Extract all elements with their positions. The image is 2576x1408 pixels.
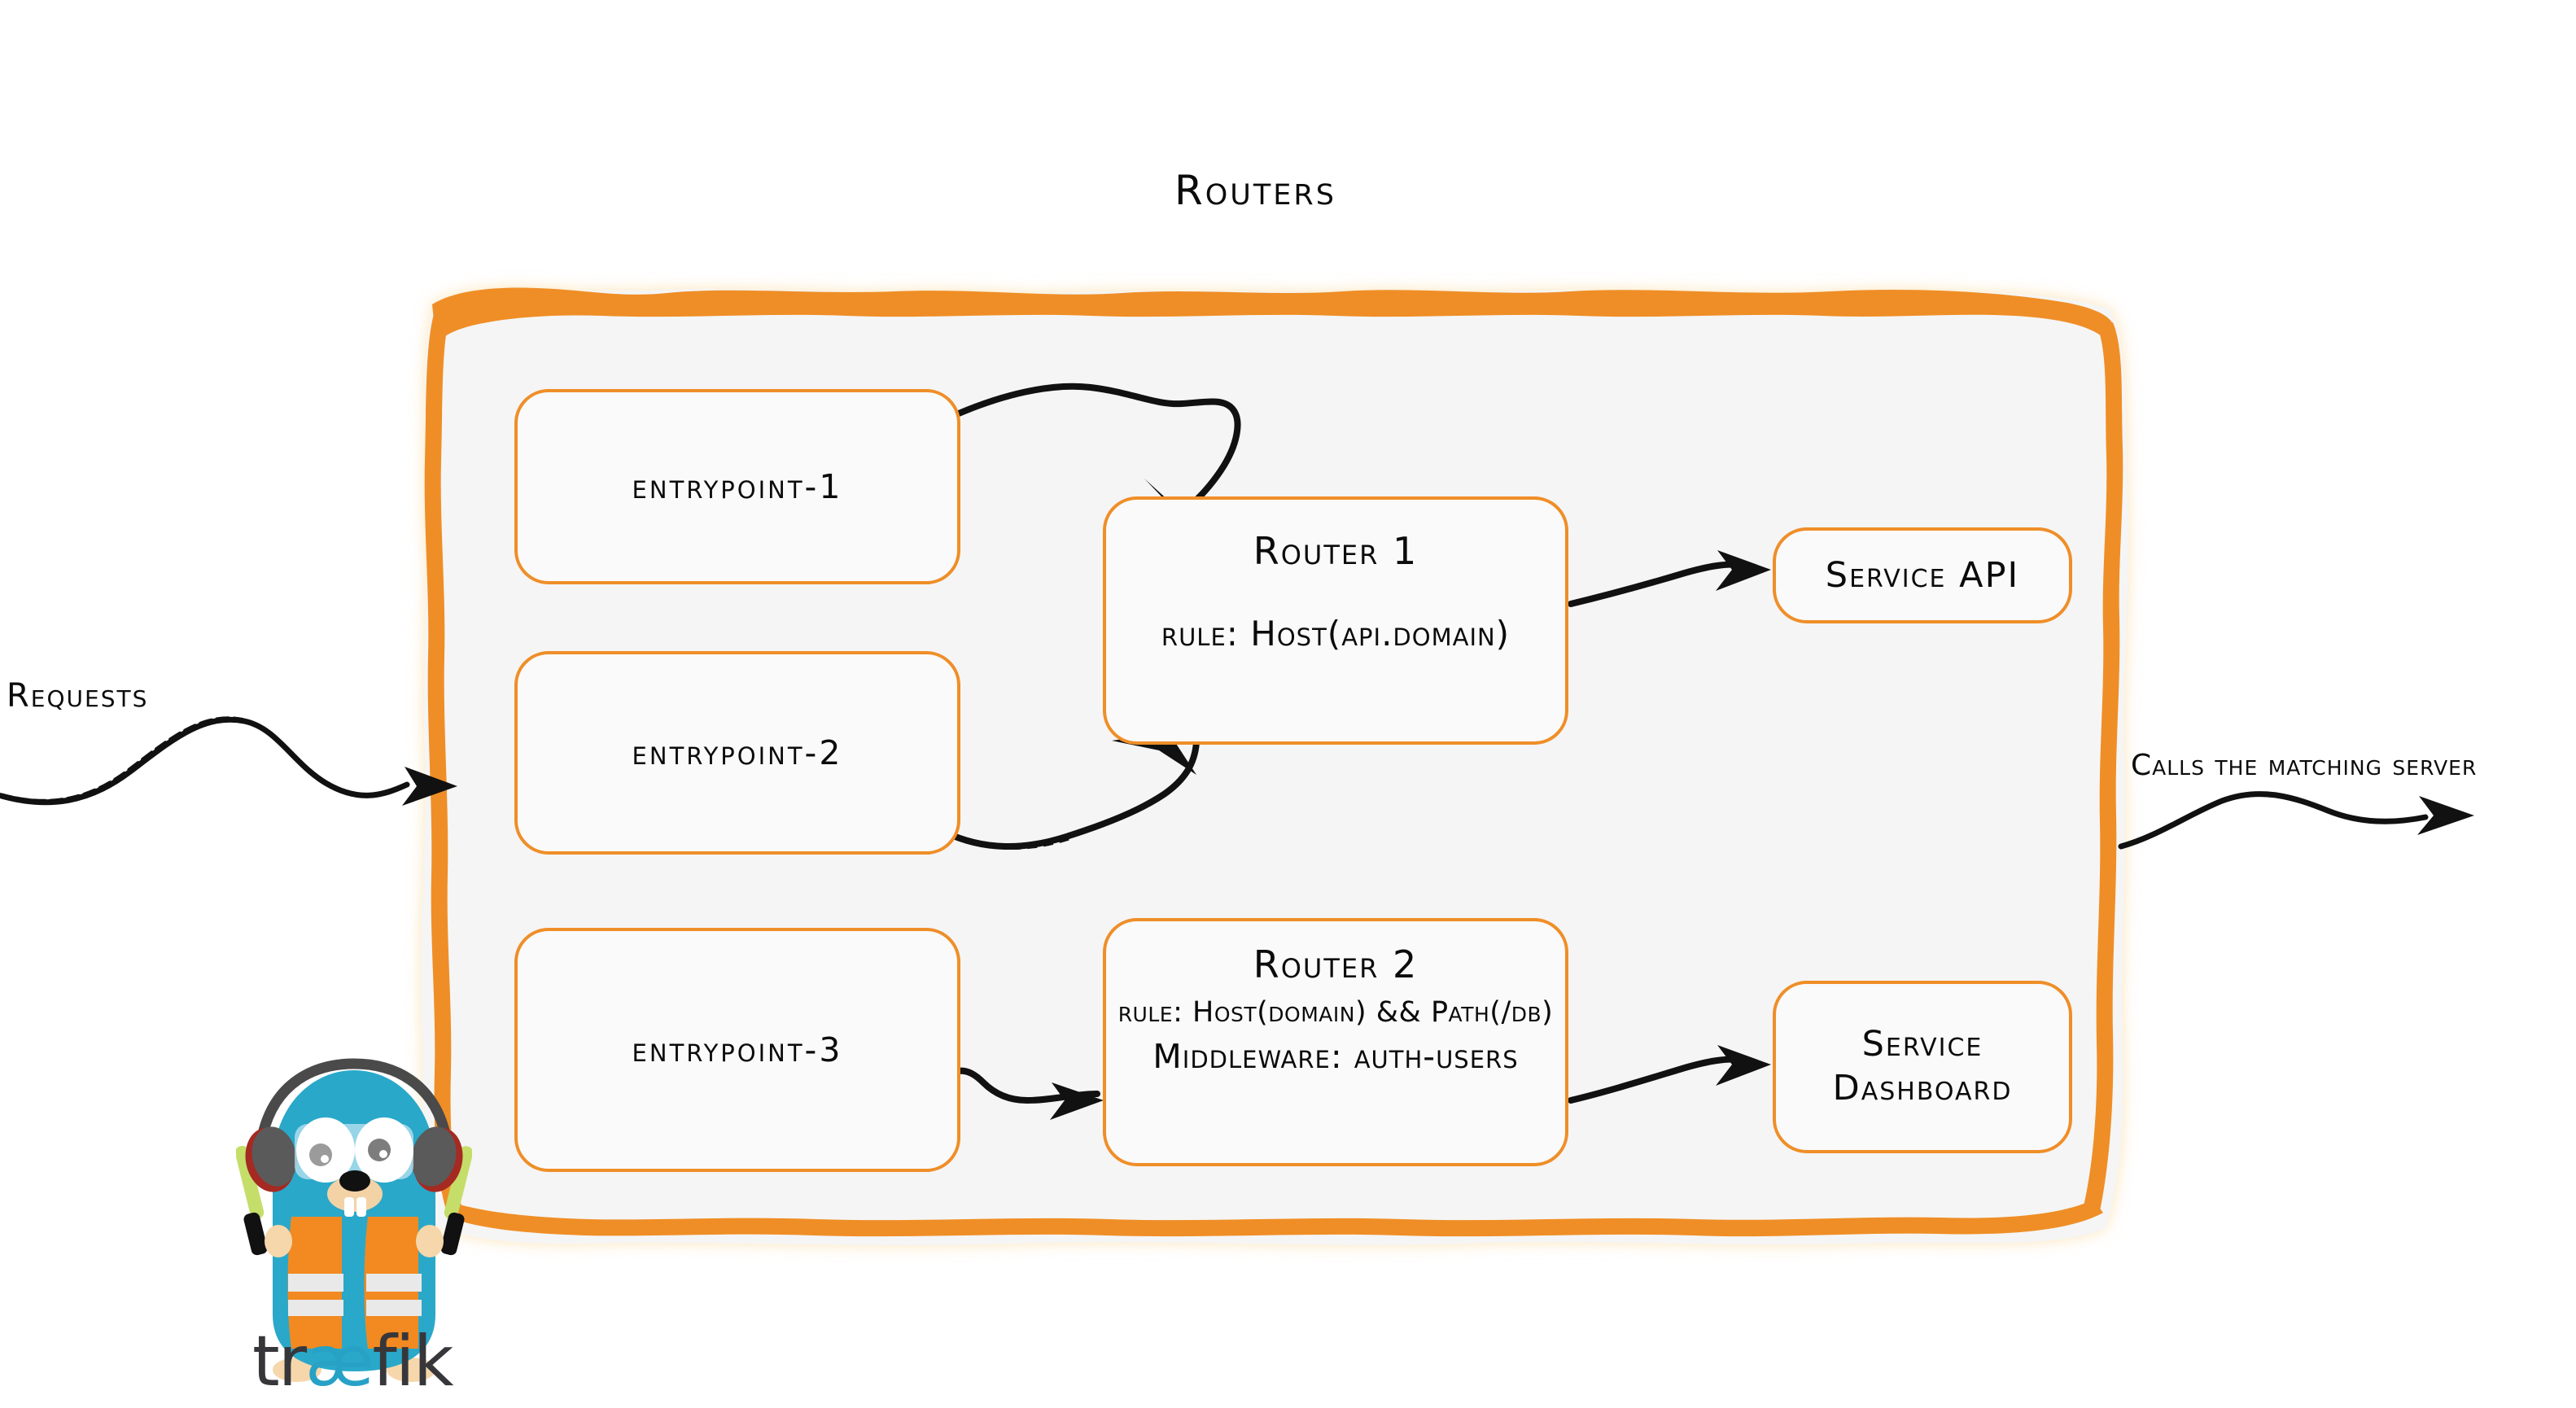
headphone-earcup-right-icon	[411, 1126, 463, 1192]
entrypoint-2-label: entrypoint-2	[632, 733, 843, 772]
entrypoint-2-box[interactable]: entrypoint-2	[514, 651, 960, 855]
arrow-frame-to-calls	[2118, 791, 2474, 850]
headphone-band-icon	[257, 1058, 451, 1139]
service-dashboard-label-line1: Service	[1861, 1024, 1983, 1065]
service-api-box[interactable]: Service API	[1773, 527, 2072, 623]
router-1-title: Router 1	[1253, 529, 1419, 573]
arrow-router1-to-service-api	[1568, 550, 1771, 607]
router-2-title: Router 2	[1253, 942, 1419, 986]
requests-caption: Requests	[7, 677, 149, 715]
arrow-ep3-to-router2	[951, 1067, 1104, 1120]
gopher-nose	[339, 1170, 370, 1192]
arrow-requests-to-frame	[0, 716, 457, 806]
arrow-router2-to-service-dashboard	[1568, 1045, 1771, 1104]
gopher-hand-right	[416, 1225, 444, 1257]
router-2-middleware: Middleware: auth-users	[1152, 1037, 1519, 1076]
calls-matching-server-caption: Calls the matching server	[2131, 749, 2478, 782]
router-2-rule: rule: Host(domain) && Path(/db)	[1117, 996, 1554, 1029]
wordmark-part-1: tr	[252, 1321, 307, 1402]
wordmark-ae-ligature: æ	[305, 1321, 374, 1402]
entrypoint-3-box[interactable]: entrypoint-3	[514, 928, 960, 1172]
service-api-label: Service API	[1825, 555, 2020, 596]
router-1-rule: rule: Host(api.domain)	[1161, 614, 1511, 654]
safety-vest	[287, 1217, 422, 1349]
marshalling-wand-left-icon	[236, 1145, 268, 1256]
headphone-earcup-left-icon	[245, 1126, 297, 1192]
traefik-wordmark: træfik	[252, 1327, 454, 1397]
traefik-gopher-logo	[236, 1058, 472, 1382]
router-2-box[interactable]: Router 2 rule: Host(domain) && Path(/db)…	[1103, 918, 1568, 1166]
entrypoint-1-box[interactable]: entrypoint-1	[514, 389, 960, 584]
entrypoint-3-label: entrypoint-3	[632, 1030, 843, 1069]
marshalling-wand-right-icon	[440, 1146, 472, 1256]
service-dashboard-label-line2: Dashboard	[1832, 1068, 2013, 1108]
router-1-box[interactable]: Router 1 rule: Host(api.domain)	[1103, 496, 1568, 745]
entrypoint-1-label: entrypoint-1	[632, 467, 843, 506]
page-title: Routers	[1174, 167, 1336, 214]
wordmark-part-2: fik	[372, 1321, 454, 1402]
gopher-hand-left	[265, 1225, 292, 1257]
service-dashboard-box[interactable]: Service Dashboard	[1773, 981, 2072, 1153]
